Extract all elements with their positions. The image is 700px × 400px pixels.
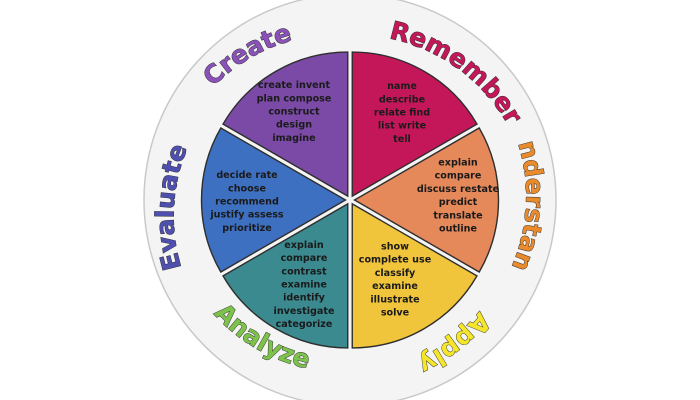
verb-create: create invent [258,80,331,91]
verb-create: plan compose [257,93,332,104]
verb-remember: list write [378,121,427,132]
verbs-layer: name describe relate find list write tell exp… [209,80,499,330]
verb-apply: show [381,242,409,253]
verb-understand: predict [439,197,478,208]
verb-analyze: examine [281,280,327,291]
verb-apply: examine [372,281,418,292]
verb-remember: describe [379,94,426,105]
segment-create [222,51,349,198]
verb-remember: tell [393,134,411,145]
verb-remember: name [387,81,417,92]
verb-create: construct [268,107,320,118]
verb-analyze: identify [283,293,326,304]
verb-apply: illustrate [370,294,420,305]
verb-apply: classify [375,268,416,279]
segment-apply [351,202,478,349]
segment-analyze [222,202,349,349]
verb-analyze: explain [284,240,324,251]
verb-evaluate: decide rate [216,170,278,181]
verb-analyze: investigate [274,306,335,317]
verb-understand: explain [438,158,478,169]
verb-evaluate: justify assess [209,210,284,221]
verb-understand: translate [433,210,483,221]
verb-analyze: categorize [276,319,333,330]
segment-understand [353,127,500,273]
verb-create: design [276,120,312,131]
verb-create: imagine [272,133,316,144]
segments-layer [200,51,500,349]
verb-analyze: compare [281,253,328,264]
verb-remember: relate find [374,108,430,119]
verb-apply: solve [381,308,410,319]
segment-evaluate [200,127,347,273]
verb-evaluate: prioritize [222,223,272,234]
verb-analyze: contrast [281,266,327,277]
verb-evaluate: choose [228,183,266,194]
verb-evaluate: recommend [215,197,279,208]
verb-apply: complete use [359,255,432,266]
verb-understand: compare [435,171,482,182]
verb-understand: discuss restate [417,184,500,195]
segment-remember [351,51,478,198]
verb-understand: outline [439,224,477,235]
